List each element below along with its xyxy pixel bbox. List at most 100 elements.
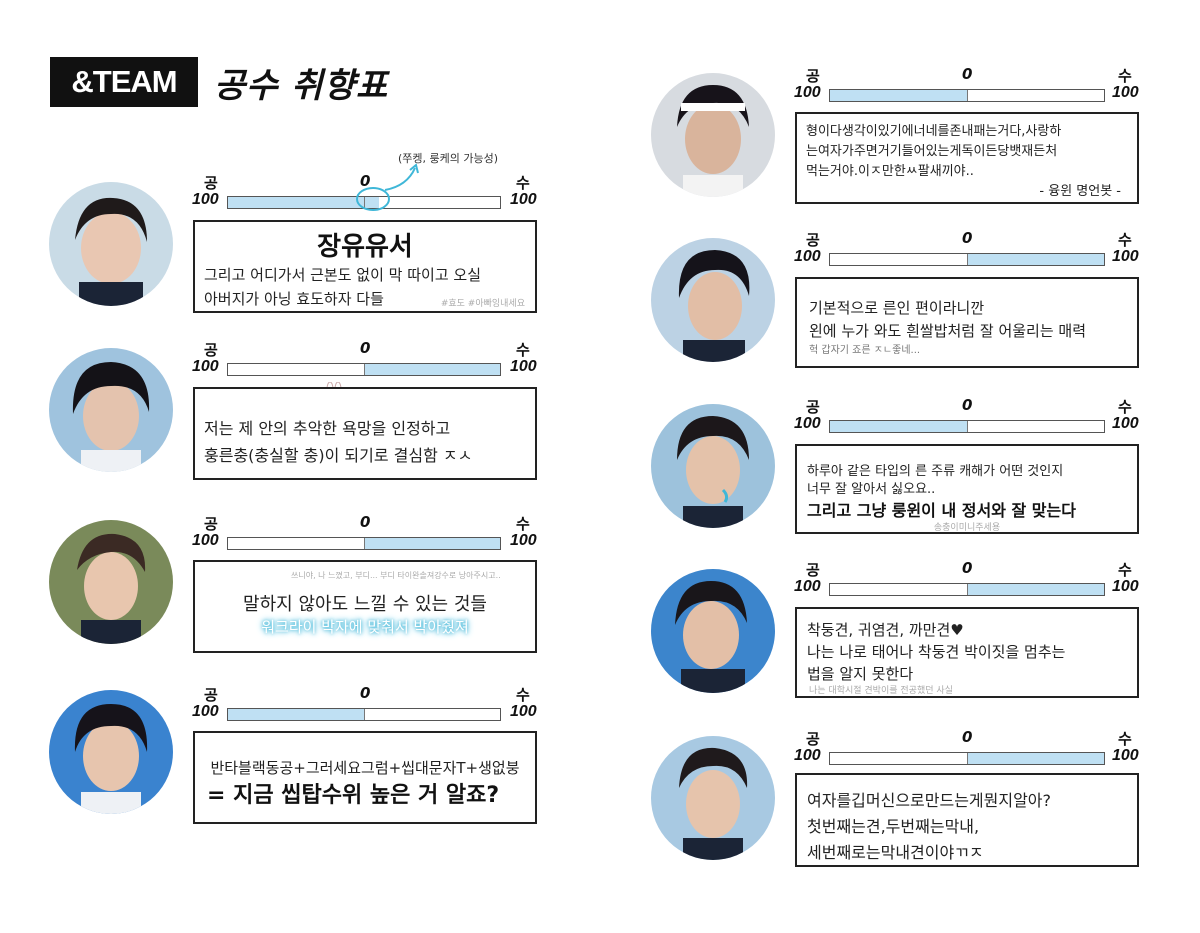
rating-scale: 공 0 수 100 100 (794, 396, 1139, 440)
box-line: 법을 알지 못한다 (807, 665, 914, 683)
scale-label-bottom: 수 (1118, 398, 1132, 416)
box-line: 아버지가 아닝 효도하자 다들 (204, 290, 384, 308)
text-box: 장유유서 그리고 어디가서 근본도 없이 막 따이고 오실 아버지가 아닝 효도… (193, 220, 537, 313)
scale-max-left: 100 (794, 578, 821, 595)
box-footnote: 헉 갑자기 죠른 ㅈㄴ좋네... (809, 345, 921, 356)
box-line: 기본적으로 른인 편이라니깐 (809, 299, 985, 317)
rating-scale: 공 0 수 100 100 (794, 65, 1139, 109)
scale-max-right: 100 (510, 703, 537, 720)
scale-midline (364, 538, 365, 549)
box-footnote: 쓰니야, 나 느꼈고, 부디... 부디 타이완솔져강수로 낭아주시고.. (291, 571, 501, 580)
annotation-note: (쭈켕, 룽케의 가능성) (398, 152, 499, 165)
text-box: 기본적으로 른인 편이라니깐 왼에 누가 와도 흰쌀밥처럼 잘 어울리는 매력 … (795, 277, 1139, 368)
box-line: 하루아 같은 타입의 른 주류 캐해가 어떤 것인지 (807, 464, 1064, 479)
scale-max-right: 100 (1112, 415, 1139, 432)
scale-midline (967, 254, 968, 265)
scale-label-bottom: 수 (1118, 561, 1132, 579)
scale-label-bottom: 수 (516, 174, 530, 192)
box-line-highlight: 세번째로는막내견이야ㄲㅈ (807, 843, 984, 862)
scale-label-top: 공 (806, 67, 820, 85)
scale-bar (829, 420, 1105, 433)
scale-label-zero: 0 (962, 65, 973, 83)
scale-bar (227, 537, 501, 550)
scale-max-right: 100 (510, 532, 537, 549)
box-line: 나는 나로 태어나 착둥견 박이짓을 멈추는 (807, 643, 1066, 661)
box-line: 말하지 않아도 느낄 수 있는 것들 (243, 594, 487, 615)
annotation-arrow (356, 163, 419, 211)
scale-label-zero: 0 (360, 172, 371, 190)
rating-scale: 공 0 수 100 100 (192, 684, 537, 728)
scale-label-zero: 0 (962, 728, 973, 746)
box-line: 여자를깁머신으로만드는게뭔지알아? (807, 791, 1052, 810)
scale-fill (228, 197, 379, 208)
page-title: 공수 취향표 (214, 66, 389, 106)
box-headline: 장유유서 (317, 232, 413, 262)
box-footnote: #효도 #아빠잉내세요 (440, 299, 525, 309)
box-headline: = 지금 씹탑수위 높은 거 알죠? (207, 783, 500, 808)
scale-max-left: 100 (192, 532, 219, 549)
scale-label-bottom: 수 (1118, 67, 1132, 85)
scale-fill (364, 538, 500, 549)
box-line: 형이다생각이있기에너네를존내패는거다,사랑하 (806, 124, 1062, 139)
team-logo: &TEAM (50, 57, 198, 107)
box-line: 첫번째는견,두번째는막내, (807, 817, 980, 836)
member-avatar (49, 348, 173, 472)
scale-label-top: 공 (806, 561, 820, 579)
scale-bar (227, 363, 501, 376)
text-box: 저는 제 안의 추악한 욕망을 인정하고 훙른충(충실할 충)이 되기로 결심함… (193, 387, 537, 480)
scale-midline (967, 90, 968, 101)
text-box: 하루아 같은 타입의 른 주류 캐해가 어떤 것인지 너무 잘 알아서 싫오요.… (795, 444, 1139, 534)
scale-bar (829, 89, 1105, 102)
text-box: 반타블랙동공+그러세요그럼+씹대문자T+생없붕 = 지금 씹탑수위 높은 거 알… (193, 731, 537, 824)
rating-scale: 공 0 수 100 100 (794, 728, 1139, 772)
scale-max-left: 100 (192, 191, 219, 208)
rating-scale: 공 0 수 100 100 (192, 339, 537, 383)
member-avatar (49, 182, 173, 306)
scale-midline (364, 197, 365, 208)
scale-label-top: 공 (806, 231, 820, 249)
text-box: 쓰니야, 나 느꼈고, 부디... 부디 타이완솔져강수로 낭아주시고.. 말하… (193, 560, 537, 653)
member-avatar (651, 238, 775, 362)
box-line-glow: 워크라이 박자에 맞춰서 박아줬져 (261, 618, 469, 636)
scale-label-top: 공 (204, 341, 218, 359)
scale-max-right: 100 (510, 358, 537, 375)
rating-scale: 공 0 수 100 100 (192, 513, 537, 557)
box-line: 먹는거야.이ㅈ만한ㅆ팔새끼야.. (806, 164, 974, 179)
scale-max-right: 100 (1112, 84, 1139, 101)
scale-max-right: 100 (1112, 248, 1139, 265)
scale-max-left: 100 (794, 747, 821, 764)
box-line: 저는 제 안의 추악한 욕망을 인정하고 (204, 419, 451, 438)
box-headline: 그리고 그냥 룽윈이 내 정서와 잘 맞는다 (807, 501, 1076, 520)
scale-bar (829, 253, 1105, 266)
scale-midline (967, 421, 968, 432)
scale-midline (364, 709, 365, 720)
scale-max-right: 100 (1112, 578, 1139, 595)
scale-label-top: 공 (204, 174, 218, 192)
box-line: 왼에 누가 와도 흰쌀밥처럼 잘 어울리는 매력 (809, 322, 1087, 340)
box-line: 반타블랙동공+그러세요그럼+씹대문자T+생없붕 (210, 759, 520, 777)
scale-label-top: 공 (806, 398, 820, 416)
scale-label-bottom: 수 (1118, 730, 1132, 748)
member-avatar (651, 73, 775, 197)
scale-fill (830, 421, 967, 432)
scale-max-left: 100 (794, 248, 821, 265)
scale-label-zero: 0 (962, 559, 973, 577)
scale-label-zero: 0 (962, 229, 973, 247)
scale-label-bottom: 수 (1118, 231, 1132, 249)
rating-scale: 공 0 수 100 100 (794, 559, 1139, 603)
scale-fill (967, 254, 1104, 265)
scale-label-bottom: 수 (516, 515, 530, 533)
scale-max-left: 100 (794, 415, 821, 432)
box-footnote: 송충이미니주세용 (933, 523, 1001, 533)
box-signature: - 융윈 명언봇 - (1039, 184, 1121, 199)
scale-fill (967, 753, 1104, 764)
member-avatar (651, 569, 775, 693)
text-box: 형이다생각이있기에너네를존내패는거다,사랑하 는여자가주면거기들어있는게독이든당… (795, 112, 1139, 204)
box-line: 그리고 어디가서 근본도 없이 막 따이고 오실 (204, 266, 482, 284)
scale-label-top: 공 (204, 515, 218, 533)
scale-max-right: 100 (1112, 747, 1139, 764)
scale-max-left: 100 (192, 703, 219, 720)
scale-label-bottom: 수 (516, 686, 530, 704)
scale-bar (829, 752, 1105, 765)
box-line: 착둥견, 귀염견, 까만견♥ (807, 621, 964, 639)
